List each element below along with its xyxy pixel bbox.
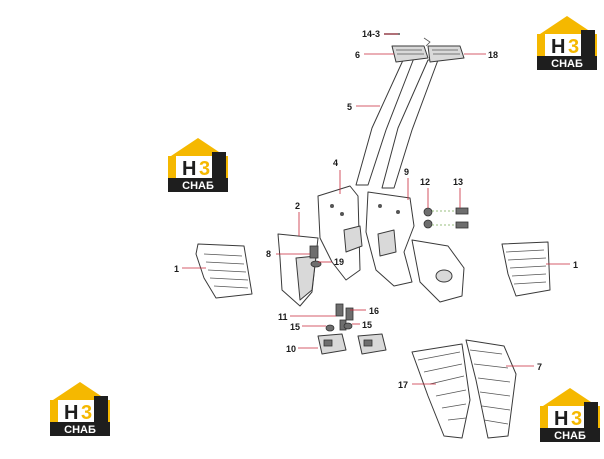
floor-pad-17 <box>411 343 471 439</box>
bolt-8 <box>309 245 319 259</box>
logo-digit: 3 <box>199 158 210 180</box>
callout-14-3: 14-3 <box>362 29 380 39</box>
callout-10: 10 <box>286 344 296 354</box>
bolt-13 <box>432 207 469 229</box>
logo-top-right: H 3 СНАБ <box>537 16 597 70</box>
callout-5: 5 <box>347 102 352 112</box>
logo-bottom-right: H 3 СНАБ <box>540 388 600 442</box>
pedal-pad-top-right <box>427 45 465 63</box>
washers-15 <box>325 322 353 332</box>
callout-1-right: 1 <box>573 260 578 270</box>
pin-14-3 <box>384 33 431 47</box>
logo-caption: СНАБ <box>182 180 214 192</box>
logo-caption: СНАБ <box>554 430 586 442</box>
bolts-11 <box>335 303 354 321</box>
logo-caption: СНАБ <box>64 424 96 436</box>
logo-left: H 3 СНАБ <box>168 138 228 192</box>
leader-lines <box>182 33 570 385</box>
callout-11: 11 <box>278 312 288 322</box>
logo-letter: H <box>182 158 196 180</box>
callout-15-right: 15 <box>362 320 372 330</box>
pedal-pad-right <box>501 241 551 297</box>
callout-17: 17 <box>398 380 408 390</box>
logo-digit: 3 <box>571 408 582 430</box>
rubber-block-right <box>357 333 387 355</box>
callout-2: 2 <box>295 201 300 211</box>
logo-digit: 3 <box>81 402 92 424</box>
callout-13: 13 <box>453 177 463 187</box>
callout-16: 16 <box>369 306 379 316</box>
callout-4: 4 <box>333 158 338 168</box>
callout-15-left: 15 <box>290 322 300 332</box>
bracket-right-housing <box>411 239 465 303</box>
pedal-pad-top-left <box>391 45 429 63</box>
callout-9: 9 <box>404 167 409 177</box>
washer-12 <box>423 207 433 229</box>
callout-labels: 14-3 6 18 5 4 9 12 13 2 8 19 1 1 11 16 1… <box>174 29 578 390</box>
logo-bottom-left: H 3 СНАБ <box>50 382 110 436</box>
callout-18: 18 <box>488 50 498 60</box>
bracket-9 <box>365 191 415 287</box>
callout-12: 12 <box>420 177 430 187</box>
callout-6: 6 <box>355 50 360 60</box>
callout-19: 19 <box>334 257 344 267</box>
callout-8: 8 <box>266 249 271 259</box>
floor-pad-7 <box>465 339 517 439</box>
bracket-2 <box>277 233 319 307</box>
pedal-pad-left <box>195 243 253 299</box>
logo-letter: H <box>551 36 565 58</box>
rubber-block-left <box>317 333 347 355</box>
callout-7: 7 <box>537 362 542 372</box>
logo-caption: СНАБ <box>551 58 583 70</box>
bracket-4 <box>317 185 363 281</box>
pedal-arm-right <box>381 59 439 189</box>
logo-letter: H <box>64 402 78 424</box>
callout-1-left: 1 <box>174 264 179 274</box>
logo-letter: H <box>554 408 568 430</box>
nut-19 <box>310 260 322 268</box>
logo-digit: 3 <box>568 36 579 58</box>
